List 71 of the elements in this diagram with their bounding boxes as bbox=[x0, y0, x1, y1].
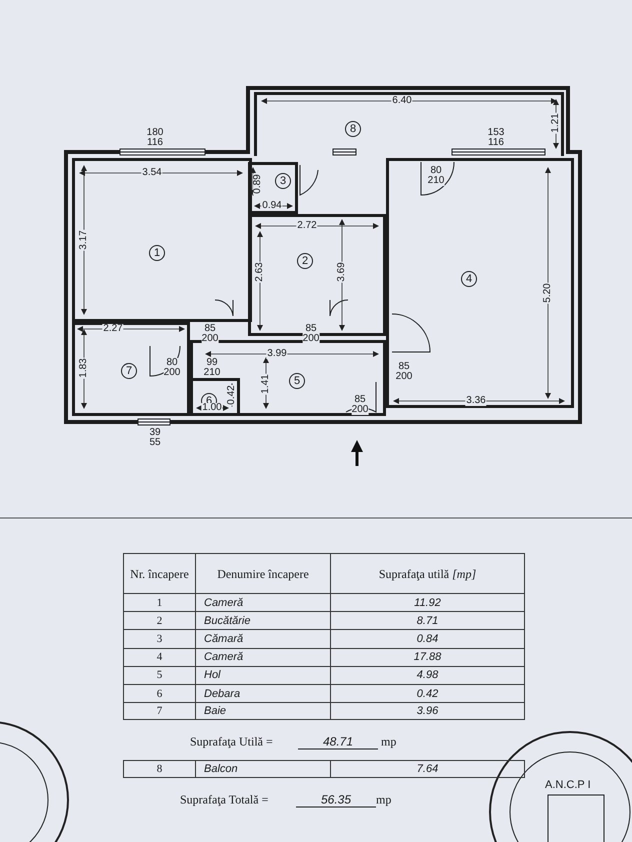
room-number: 7 bbox=[121, 363, 137, 379]
column-header: Denumire încapere bbox=[195, 553, 330, 593]
room-index: 8 bbox=[123, 760, 195, 778]
room-name: Balcon bbox=[195, 760, 330, 778]
area-value: 11.92 bbox=[330, 593, 525, 612]
room-index: 3 bbox=[123, 629, 195, 648]
opening-size: 39 55 bbox=[149, 428, 161, 448]
dimension-value: 3.36 bbox=[465, 396, 487, 406]
area-value: 8.71 bbox=[330, 611, 525, 630]
opening-size: 80 200 bbox=[164, 358, 180, 378]
room-name: Cameră bbox=[195, 648, 330, 666]
room-name: Debara bbox=[195, 684, 330, 702]
opening-size: 99 210 bbox=[204, 358, 220, 378]
dimension-value: 1.83 bbox=[79, 357, 89, 379]
area-value: 17.88 bbox=[330, 648, 525, 666]
dimension-value: 0.94 bbox=[261, 201, 283, 211]
opening-size: 180 116 bbox=[146, 128, 164, 148]
area-value: 0.84 bbox=[330, 629, 525, 648]
area-value: 7.64 bbox=[330, 760, 525, 778]
area-value: 3.96 bbox=[330, 702, 525, 720]
opening-size: 153 116 bbox=[488, 128, 504, 148]
room-name: Baie bbox=[195, 702, 330, 720]
room-index: 1 bbox=[123, 593, 195, 612]
opening-size: 85 200 bbox=[352, 395, 368, 415]
area-value: 0.42 bbox=[330, 684, 525, 702]
dimension-value: 1.00 bbox=[201, 403, 223, 413]
opening-size: 85 200 bbox=[202, 324, 218, 344]
opening-size: 80 210 bbox=[428, 166, 444, 186]
room-index: 6 bbox=[123, 684, 195, 702]
dimension-value: 5.20 bbox=[543, 282, 553, 304]
dimension-value: 1.41 bbox=[261, 373, 271, 395]
dimension-value: 2.72 bbox=[296, 221, 318, 231]
room-number: 2 bbox=[297, 253, 313, 269]
room-outline bbox=[248, 214, 386, 336]
dimension-value: 2.27 bbox=[102, 324, 124, 334]
room-number: 3 bbox=[275, 173, 291, 189]
summary-label: Suprafaţa Utilă = bbox=[190, 734, 273, 750]
opening-size: 85 200 bbox=[396, 362, 412, 382]
unit-label: mp bbox=[381, 734, 396, 750]
dimension-value: 1.21 bbox=[551, 112, 561, 134]
dimension-value: 0.42 bbox=[227, 384, 237, 406]
summary-value: 56.35 bbox=[296, 792, 376, 808]
dimension-value: 0.89 bbox=[253, 173, 263, 195]
room-name: Bucătărie bbox=[195, 611, 330, 630]
opening-size: 85 200 bbox=[302, 324, 320, 344]
column-header: Nr. încapere bbox=[123, 553, 195, 593]
room-number: 5 bbox=[289, 373, 305, 389]
room-index: 7 bbox=[123, 702, 195, 720]
room-name: Cămară bbox=[195, 629, 330, 648]
column-header: Suprafaţa utilă [mp] bbox=[330, 553, 525, 593]
room-name: Hol bbox=[195, 666, 330, 684]
unit-label: mp bbox=[376, 792, 392, 808]
summary-label: Suprafaţa Totală = bbox=[180, 792, 268, 808]
room-outline bbox=[72, 322, 190, 416]
area-value: 4.98 bbox=[330, 666, 525, 684]
room-outline bbox=[386, 158, 574, 408]
room-number: 1 bbox=[149, 245, 165, 261]
room-number: 8 bbox=[345, 121, 361, 137]
dimension-value: 6.40 bbox=[391, 96, 413, 106]
room-index: 2 bbox=[123, 611, 195, 630]
dimension-value: 3.17 bbox=[79, 229, 89, 251]
stamp-text: A.N.C.P I bbox=[545, 779, 591, 791]
dimension-value: 2.63 bbox=[255, 261, 265, 283]
dimension-value: 3.99 bbox=[266, 349, 288, 359]
room-name: Cameră bbox=[195, 593, 330, 612]
room-index: 5 bbox=[123, 666, 195, 684]
summary-value: 48.71 bbox=[298, 734, 378, 750]
room-number: 4 bbox=[461, 271, 477, 287]
room-index: 4 bbox=[123, 648, 195, 666]
dimension-value: 3.69 bbox=[337, 261, 347, 283]
dimension-value: 3.54 bbox=[141, 168, 163, 178]
